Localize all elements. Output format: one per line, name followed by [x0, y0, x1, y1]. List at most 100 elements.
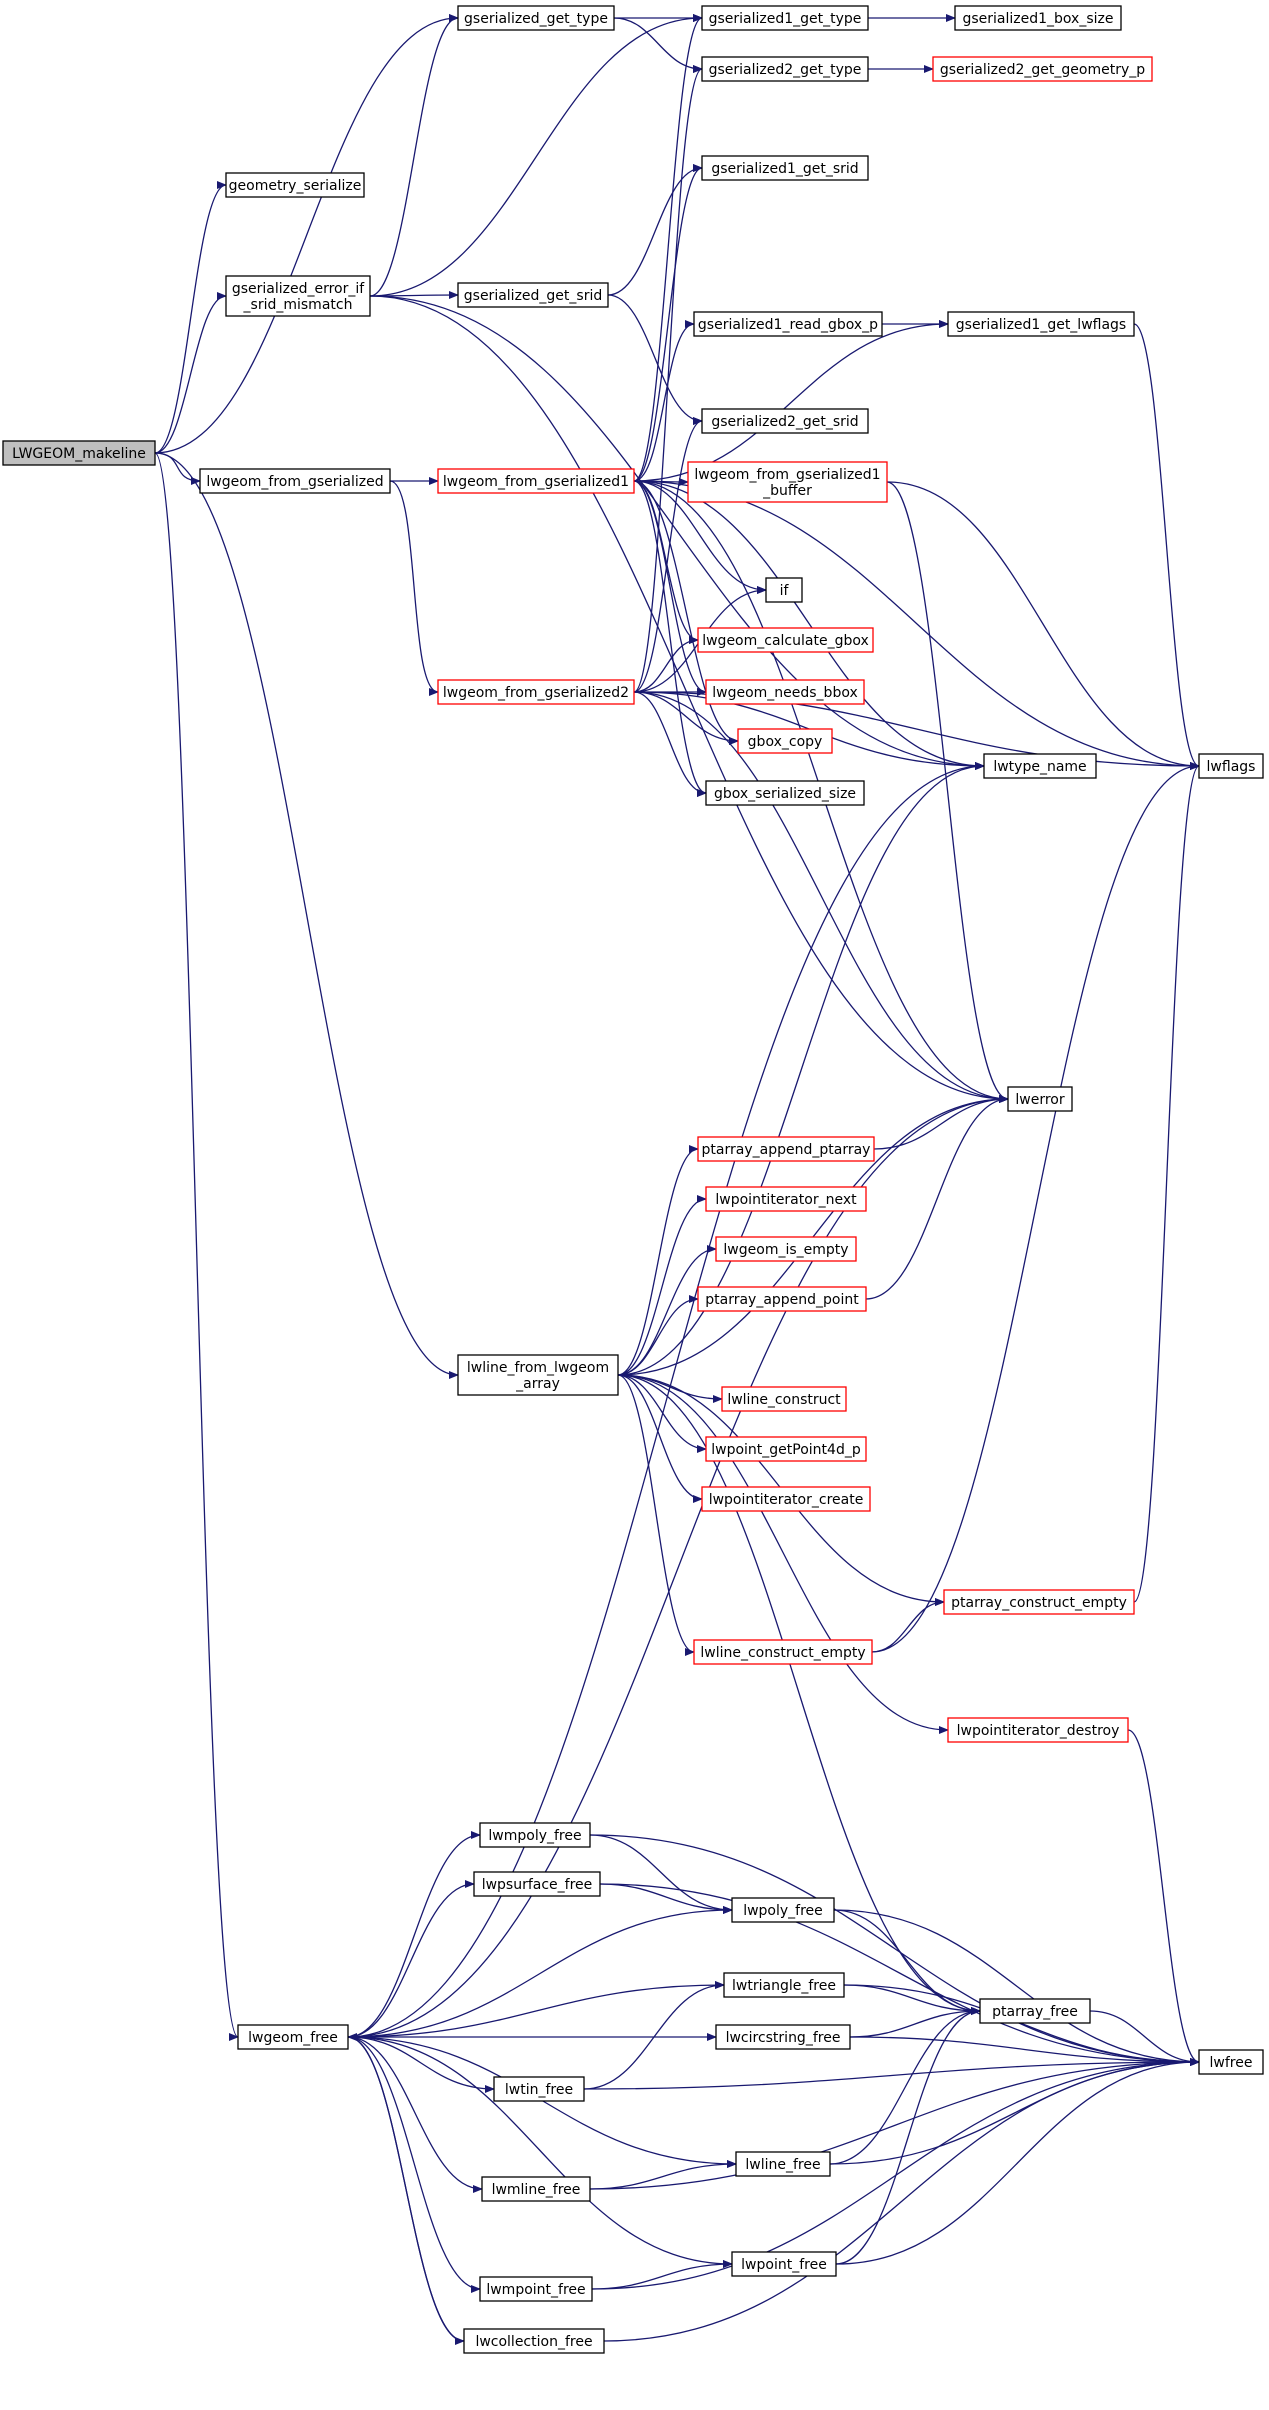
node-label: lwmpoly_free — [488, 1828, 581, 1844]
node-lwgeom-from-gserialized2[interactable]: lwgeom_from_gserialized2 — [437, 679, 635, 705]
node-box — [737, 728, 833, 754]
node-lwgeom-from-gserialized1-buffer[interactable]: lwgeom_from_gserialized1_buffer — [687, 461, 888, 503]
edge-lwline-from-lwgeom-array-to-lwline-construct-empty — [617, 1374, 695, 1656]
node-lwmpoly-free[interactable]: lwmpoly_free — [479, 1822, 591, 1848]
node-box — [701, 155, 869, 181]
node-lwfree[interactable]: lwfree — [1198, 2049, 1264, 2075]
node-box — [701, 408, 869, 434]
node-label: lwcircstring_free — [726, 2030, 841, 2046]
edge-lwgeom-makeline-to-geometry-serialize — [154, 181, 227, 454]
edge-lwgeom-free-to-lwpsurface-free — [347, 1880, 475, 2038]
node-gserialized-get-type[interactable]: gserialized_get_type — [457, 5, 615, 31]
node-lwtin-free[interactable]: lwtin_free — [493, 2076, 585, 2102]
edge-lwpoly-free-to-lwfree — [833, 1909, 1200, 2066]
node-label: gbox_copy — [748, 734, 823, 750]
edge-lwmpoint-free-to-lwpoint-free — [591, 2260, 733, 2290]
edge-lwpoint-free-to-lwfree — [835, 2058, 1200, 2265]
edge-lwmpoly-free-to-lwpoly-free — [589, 1834, 733, 1914]
node-label: lwline_free — [745, 2157, 820, 2173]
edge-lwmpoint-free-to-lwfree — [591, 2058, 1200, 2290]
node-lwpointiterator-next[interactable]: lwpointiterator_next — [705, 1186, 867, 1212]
node-box — [932, 56, 1153, 82]
node-gserialized1-get-srid[interactable]: gserialized1_get_srid — [701, 155, 869, 181]
node-lwgeom-is-empty[interactable]: lwgeom_is_empty — [715, 1236, 857, 1262]
node-lwpointiterator-create[interactable]: lwpointiterator_create — [701, 1486, 871, 1512]
node-label: gserialized1_box_size — [962, 11, 1113, 27]
node-gserialized1-get-lwflags[interactable]: gserialized1_get_lwflags — [947, 311, 1135, 337]
node-lwgeom-makeline[interactable]: LWGEOM_makeline — [2, 440, 156, 466]
node-gserialized2-get-srid[interactable]: gserialized2_get_srid — [701, 408, 869, 434]
node-label: geometry_serialize — [229, 178, 362, 194]
node-lwmpoint-free[interactable]: lwmpoint_free — [479, 2276, 593, 2302]
node-box — [979, 1998, 1091, 2024]
node-box — [457, 282, 609, 308]
edge-lwtin-free-to-lwtriangle-free — [583, 1981, 725, 2090]
node-box — [1007, 1086, 1073, 1112]
node-lwpoly-free[interactable]: lwpoly_free — [731, 1897, 835, 1923]
node-label: gserialized1_get_srid — [711, 161, 858, 177]
node-label: gserialized1_get_type — [709, 11, 862, 27]
edge-lwline-from-lwgeom-array-to-lwtype-name — [617, 762, 985, 1376]
nodes-layer: LWGEOM_makelinegeometry_serializegserial… — [2, 5, 1264, 2354]
node-label: lwpointiterator_next — [715, 1192, 857, 1208]
node-label: ptarray_construct_empty — [951, 1595, 1127, 1611]
node-lwtriangle-free[interactable]: lwtriangle_free — [723, 1972, 845, 1998]
node-lwgeom-calculate-gbox[interactable]: lwgeom_calculate_gbox — [697, 627, 874, 653]
edge-gserialized-error-if-srid-mismatch-to-gserialized1-get-type — [369, 14, 703, 297]
node-label: ptarray_free — [992, 2004, 1078, 2020]
node-lwpointiterator-destroy[interactable]: lwpointiterator_destroy — [947, 1717, 1129, 1743]
node-lwpoint-getpoint4d-p[interactable]: lwpoint_getPoint4d_p — [705, 1436, 867, 1462]
edge-gserialized1-get-lwflags-to-lwflags — [1133, 323, 1200, 770]
node-gserialized2-get-geometry-p[interactable]: gserialized2_get_geometry_p — [932, 56, 1153, 82]
node-label: lwline_construct_empty — [700, 1645, 865, 1661]
edge-lwgeom-free-to-lwerror — [347, 1095, 1009, 2038]
node-lwcollection-free[interactable]: lwcollection_free — [463, 2328, 605, 2354]
node-lwpsurface-free[interactable]: lwpsurface_free — [473, 1871, 601, 1897]
node-lwgeom-from-gserialized[interactable]: lwgeom_from_gserialized — [199, 468, 391, 494]
node-box — [983, 753, 1097, 779]
edge-lwgeom-from-gserialized1-to-lwtype-name — [633, 480, 985, 770]
node-lwgeom-needs-bbox[interactable]: lwgeom_needs_bbox — [705, 679, 865, 705]
node-box — [705, 1436, 867, 1462]
node-gserialized-error-if-srid-mismatch[interactable]: gserialized_error_if_srid_mismatch — [225, 275, 371, 317]
node-gbox-serialized-size[interactable]: gbox_serialized_size — [705, 780, 865, 806]
node-ptarray-free[interactable]: ptarray_free — [979, 1998, 1091, 2024]
edge-lwgeom-makeline-to-gserialized-get-type — [154, 14, 459, 454]
node-lwpoint-free[interactable]: lwpoint_free — [731, 2251, 837, 2277]
node-label: lwgeom_from_gserialized2 — [443, 685, 629, 701]
node-lwmline-free[interactable]: lwmline_free — [481, 2176, 591, 2202]
node-label: lwtype_name — [993, 759, 1086, 775]
node-label: lwtin_free — [505, 2082, 573, 2098]
node-gserialized1-box-size[interactable]: gserialized1_box_size — [954, 5, 1122, 31]
node-gserialized1-get-type[interactable]: gserialized1_get_type — [701, 5, 869, 31]
node-lwline-construct-empty[interactable]: lwline_construct_empty — [693, 1639, 873, 1665]
node-ptarray-append-point[interactable]: ptarray_append_point — [697, 1286, 867, 1312]
node-gbox-copy[interactable]: gbox_copy — [737, 728, 833, 754]
node-label: lwmline_free — [492, 2182, 581, 2198]
node-box — [701, 1486, 871, 1512]
node-lwline-free[interactable]: lwline_free — [735, 2151, 831, 2177]
edge-lwpoly-free-to-ptarray-free — [833, 1909, 981, 2015]
node-lwgeom-from-gserialized1[interactable]: lwgeom_from_gserialized1 — [437, 468, 635, 494]
node-box — [697, 1286, 867, 1312]
node-gserialized1-read-gbox-p[interactable]: gserialized1_read_gbox_p — [693, 311, 883, 337]
node-box — [1198, 753, 1264, 779]
node-lwgeom-free[interactable]: lwgeom_free — [237, 2024, 349, 2050]
node-gserialized2-get-type[interactable]: gserialized2_get_type — [701, 56, 869, 82]
edge-lwgeom-free-to-lwtype-name — [347, 762, 985, 2038]
node-box — [731, 2251, 837, 2277]
node-ptarray-construct-empty[interactable]: ptarray_construct_empty — [943, 1589, 1135, 1615]
node-geometry-serialize[interactable]: geometry_serialize — [225, 172, 365, 198]
node-lwcircstring-free[interactable]: lwcircstring_free — [715, 2024, 851, 2050]
edge-lwline-from-lwgeom-array-to-lwpointiterator-destroy — [617, 1374, 949, 1734]
node-gserialized-get-srid[interactable]: gserialized_get_srid — [457, 282, 609, 308]
node-lwtype-name[interactable]: lwtype_name — [983, 753, 1097, 779]
node-lwflags[interactable]: lwflags — [1198, 753, 1264, 779]
node-box — [943, 1589, 1135, 1615]
node-lwline-construct[interactable]: lwline_construct — [721, 1386, 847, 1412]
node-ptarray-append-ptarray[interactable]: ptarray_append_ptarray — [697, 1136, 875, 1162]
node-if[interactable]: if — [765, 577, 803, 603]
node-lwline-from-lwgeom-array[interactable]: lwline_from_lwgeom_array — [457, 1354, 619, 1396]
node-lwerror[interactable]: lwerror — [1007, 1086, 1073, 1112]
node-label: lwgeom_needs_bbox — [712, 685, 858, 701]
